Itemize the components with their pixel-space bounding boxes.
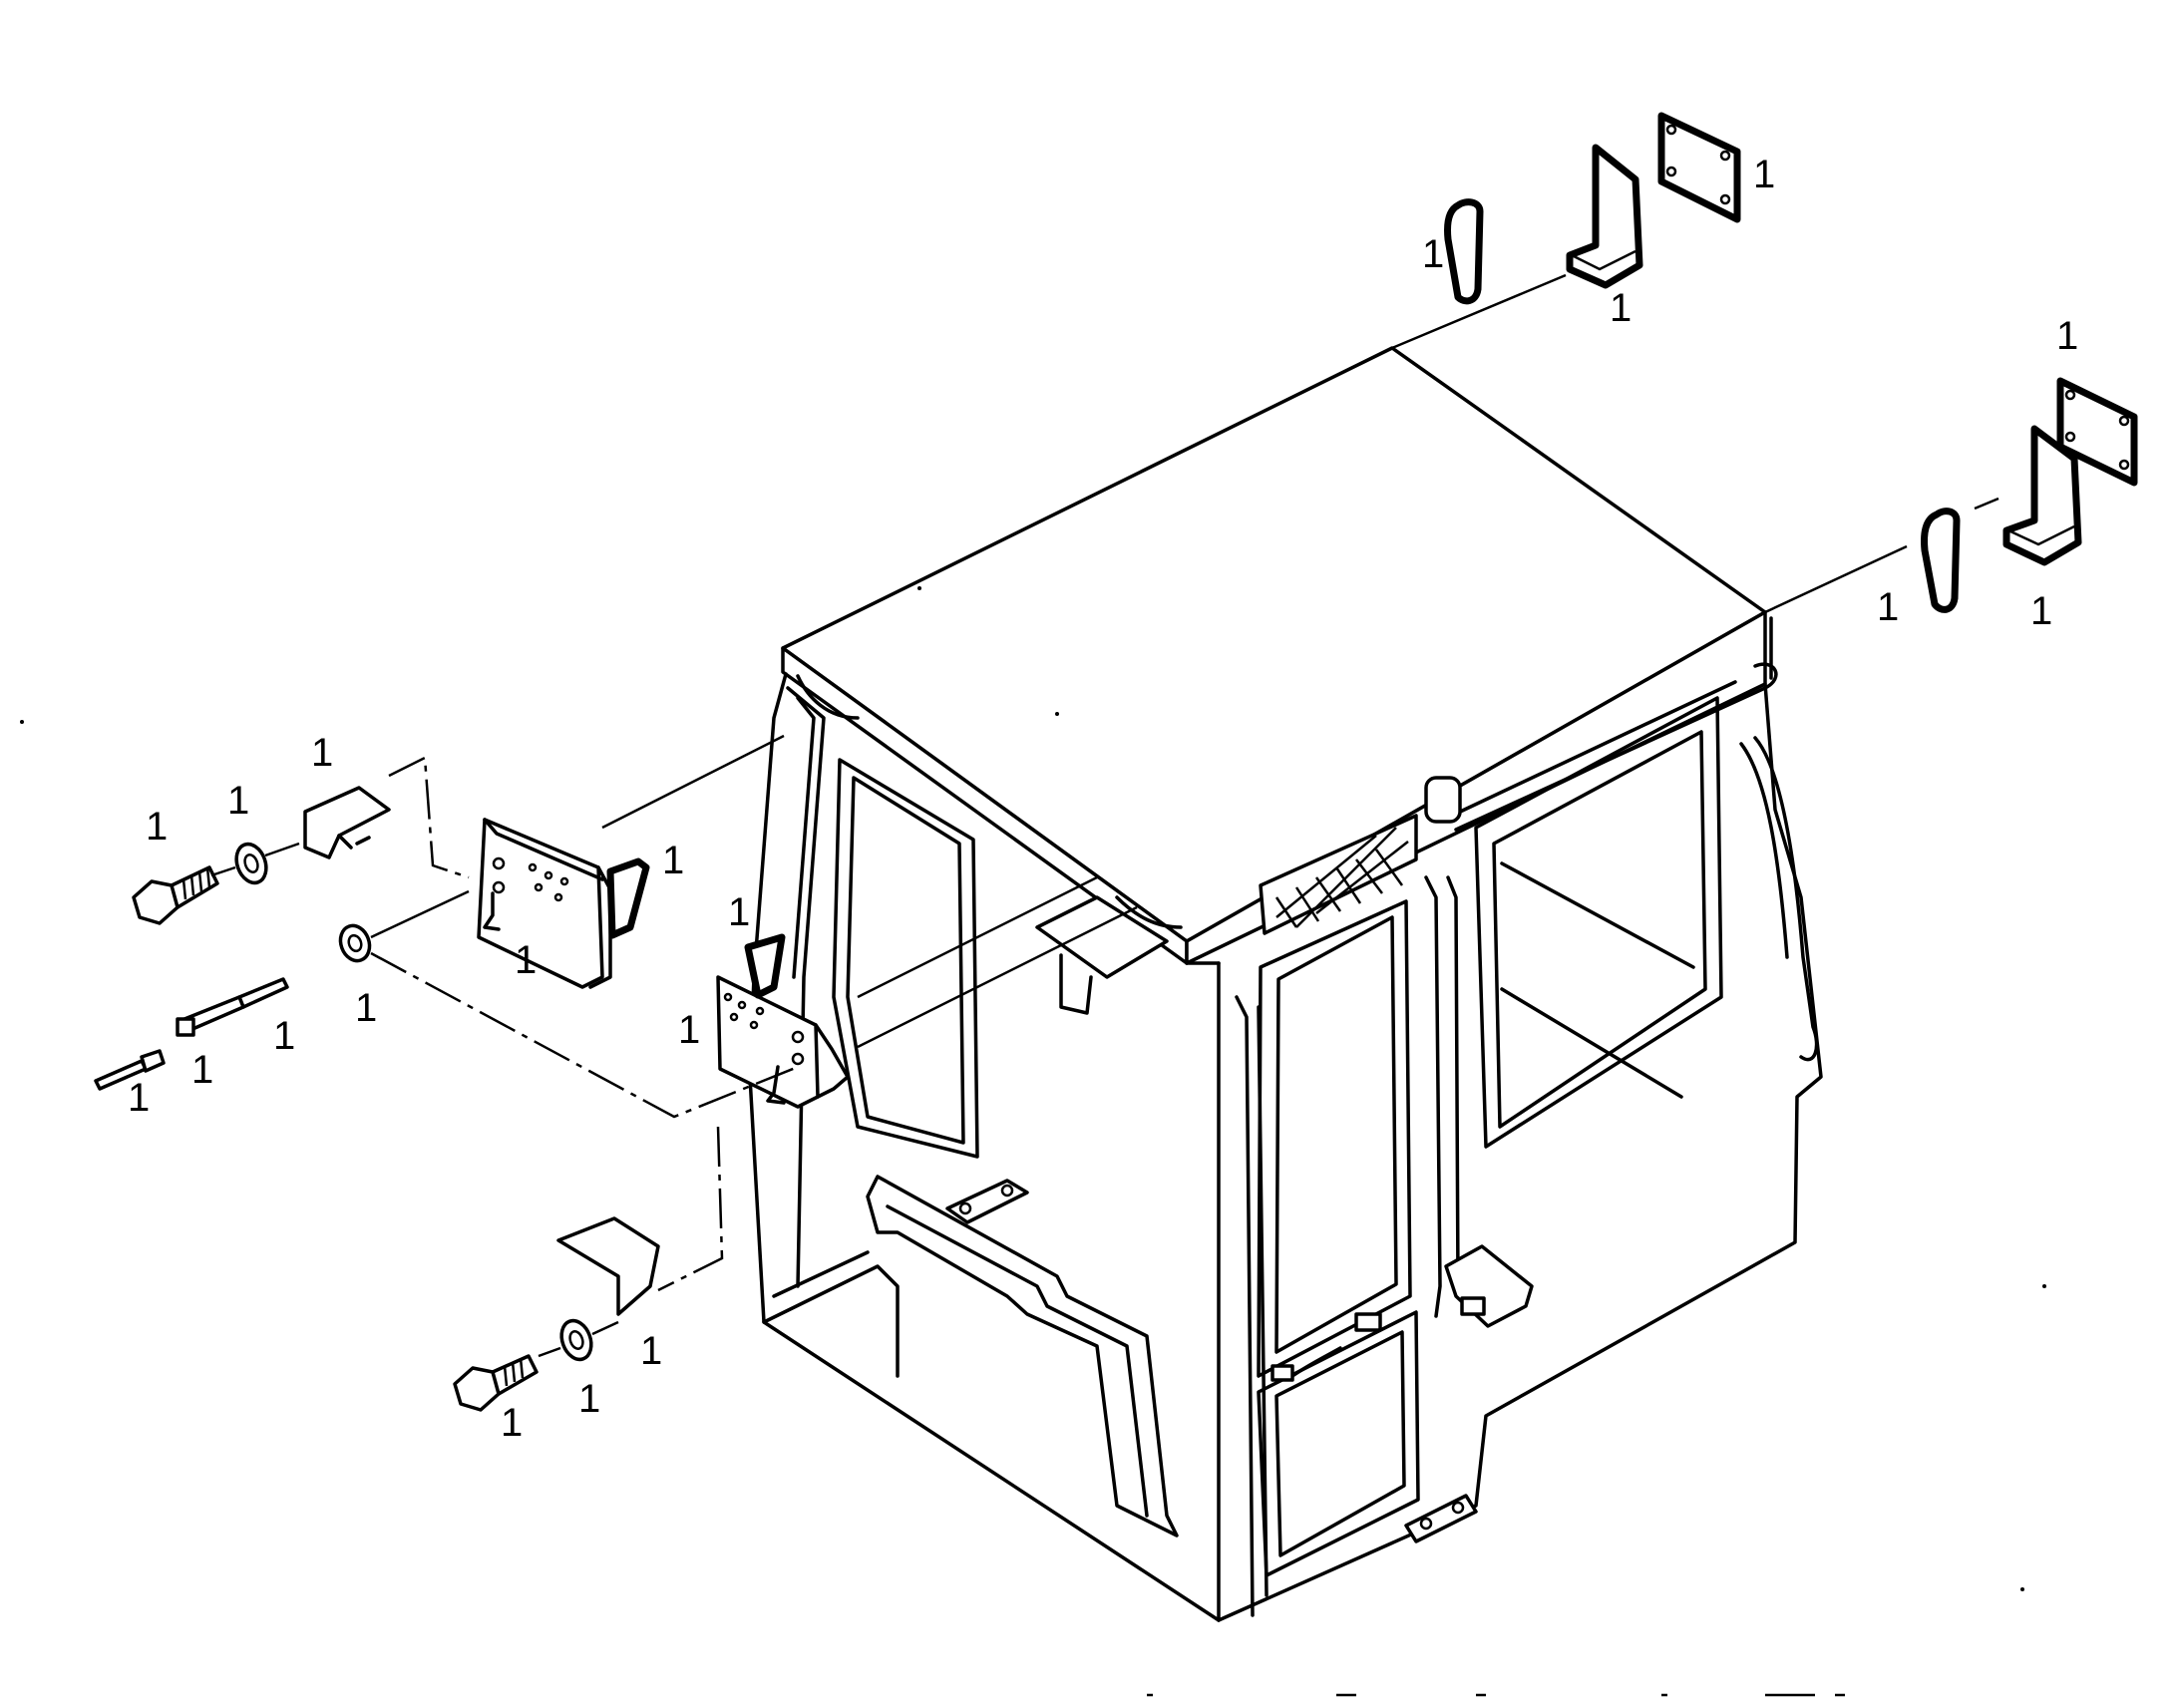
cab-floor-pad-left	[945, 1179, 1029, 1224]
cab-hinge	[1424, 776, 1462, 824]
left-upper-bolt	[132, 865, 219, 925]
cab-rear-grab-handle	[1753, 736, 1819, 1062]
left-lower-washer	[559, 1318, 593, 1362]
callout-label: 1	[227, 779, 249, 823]
callout-label: 1	[578, 1377, 600, 1421]
callout-label: 1	[191, 1048, 213, 1092]
cab-door-handle	[1290, 1346, 1342, 1378]
left-nut	[338, 923, 372, 963]
center-light-housing	[716, 975, 820, 1109]
callout-label: 1	[311, 731, 333, 775]
callout-label: 1	[146, 805, 168, 849]
left-wire-terminal	[94, 1049, 166, 1091]
cab-door-lower-panel	[1257, 1310, 1420, 1577]
top-light-bracket	[1566, 144, 1643, 289]
callout-label: 1	[1610, 286, 1632, 330]
cab-body	[748, 346, 1823, 1622]
cab-top-rail	[1454, 662, 1778, 832]
callout-label: 1	[2056, 314, 2078, 358]
callout-label: 1	[678, 1008, 700, 1052]
cab-left-lower-panel	[866, 1175, 1179, 1537]
left-upper-light-housing	[477, 818, 604, 989]
callout-label: 1	[2030, 589, 2052, 633]
top-light-gasket	[1444, 198, 1484, 305]
cab-right-side	[1217, 682, 1823, 1622]
left-upper-light-assembly	[94, 734, 785, 1091]
left-upper-cover	[303, 786, 391, 859]
cab-side-bracket	[1444, 1244, 1534, 1328]
left-center-light-assembly	[370, 875, 1138, 1412]
right-light-lamp	[2056, 377, 2138, 487]
callout-label: 1	[273, 1014, 295, 1058]
right-light-bracket	[2002, 425, 2082, 566]
top-light-lamp	[1657, 112, 1741, 223]
right-light-assembly	[1764, 377, 2138, 614]
top-light-assembly	[1391, 112, 1741, 350]
left-upper-washer	[234, 842, 268, 885]
callout-label: 1	[1753, 153, 1775, 196]
callout-label: 1	[355, 986, 377, 1030]
cab-door-window	[1257, 899, 1412, 1378]
callout-label: 1	[640, 1329, 662, 1373]
left-bulb-socket	[176, 977, 289, 1037]
left-lower-bolt	[453, 1354, 539, 1412]
scan-artifacts	[20, 586, 2046, 1697]
callout-label: 1	[1422, 232, 1444, 276]
callout-label: 1	[128, 1076, 150, 1120]
callout-label: 1	[501, 1401, 523, 1445]
callout-label: 1	[1877, 585, 1899, 629]
callout-label: 1	[728, 890, 750, 934]
center-light-gasket	[744, 933, 786, 999]
cab-roof	[781, 346, 1767, 943]
callout-label: 1	[662, 839, 684, 882]
left-upper-light-gasket	[606, 857, 650, 939]
right-light-gasket	[1921, 508, 1961, 613]
callout-labels: 1 1 1 1 1 1 1 1 1 1 1 1 1 1 1 1 1 1 1 1	[128, 153, 2078, 1445]
cab-inner-ledge	[1035, 895, 1169, 979]
cab-front-post	[1235, 995, 1255, 1617]
cab-floor-pad-right	[1404, 1494, 1478, 1543]
callout-label: 1	[515, 938, 537, 982]
left-lower-cover	[556, 1216, 660, 1316]
cab-left-window	[832, 758, 979, 1159]
cab-rear-window	[1474, 696, 1723, 1149]
